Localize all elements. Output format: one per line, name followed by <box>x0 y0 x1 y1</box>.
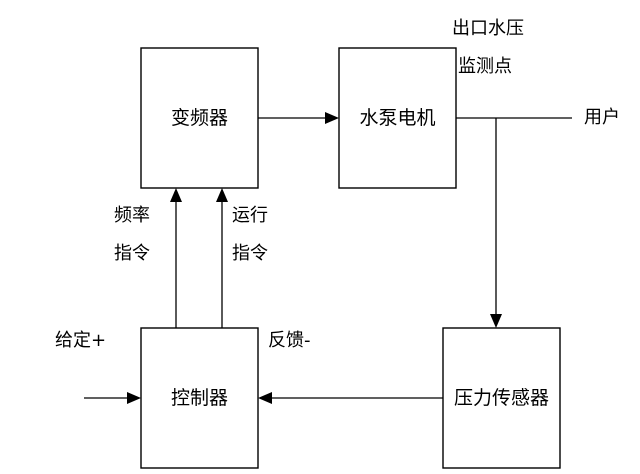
arrowhead <box>490 314 502 328</box>
edge-inverter-to-pump <box>258 112 339 124</box>
pressure-sensor-label: 压力传感器 <box>454 387 549 409</box>
arrowhead <box>216 188 228 202</box>
arrowhead <box>325 112 339 124</box>
run-cmd-label-line2: 指令 <box>232 243 268 264</box>
feedback-label: 反馈- <box>268 330 311 351</box>
edge-pump-to-sensor <box>490 118 502 328</box>
pressure-sensor-node: 压力传感器 <box>442 327 561 469</box>
inverter-label: 变频器 <box>171 107 228 129</box>
arrowhead <box>258 392 272 404</box>
outlet-pressure-label-line1: 出口水压 <box>452 18 524 39</box>
inverter-node: 变频器 <box>140 47 259 189</box>
freq-cmd-label-line2: 指令 <box>114 243 150 264</box>
pump-motor-node: 水泵电机 <box>338 47 457 189</box>
edge-sensor-to-controller <box>258 392 443 404</box>
pump-motor-box <box>338 47 457 189</box>
freq-cmd-label-line1: 频率 <box>114 205 150 226</box>
controller-label: 控制器 <box>171 387 228 409</box>
inverter-box <box>140 47 259 189</box>
controller-box <box>140 327 259 469</box>
user-label: 用户 <box>584 107 620 128</box>
edge-controller-to-inverter-freq <box>170 188 182 328</box>
setpoint-label: 给定+ <box>55 330 106 351</box>
run-cmd-label-line1: 运行 <box>232 205 268 226</box>
edge-setpoint-to-controller <box>84 392 141 404</box>
pump-motor-label: 水泵电机 <box>359 107 435 129</box>
arrowhead <box>127 392 141 404</box>
pressure-sensor-box <box>442 327 561 469</box>
outlet-pressure-label-line2: 监测点 <box>458 56 512 77</box>
edge-controller-to-inverter-run <box>216 188 228 328</box>
controller-node: 控制器 <box>140 327 259 469</box>
arrowhead <box>170 188 182 202</box>
